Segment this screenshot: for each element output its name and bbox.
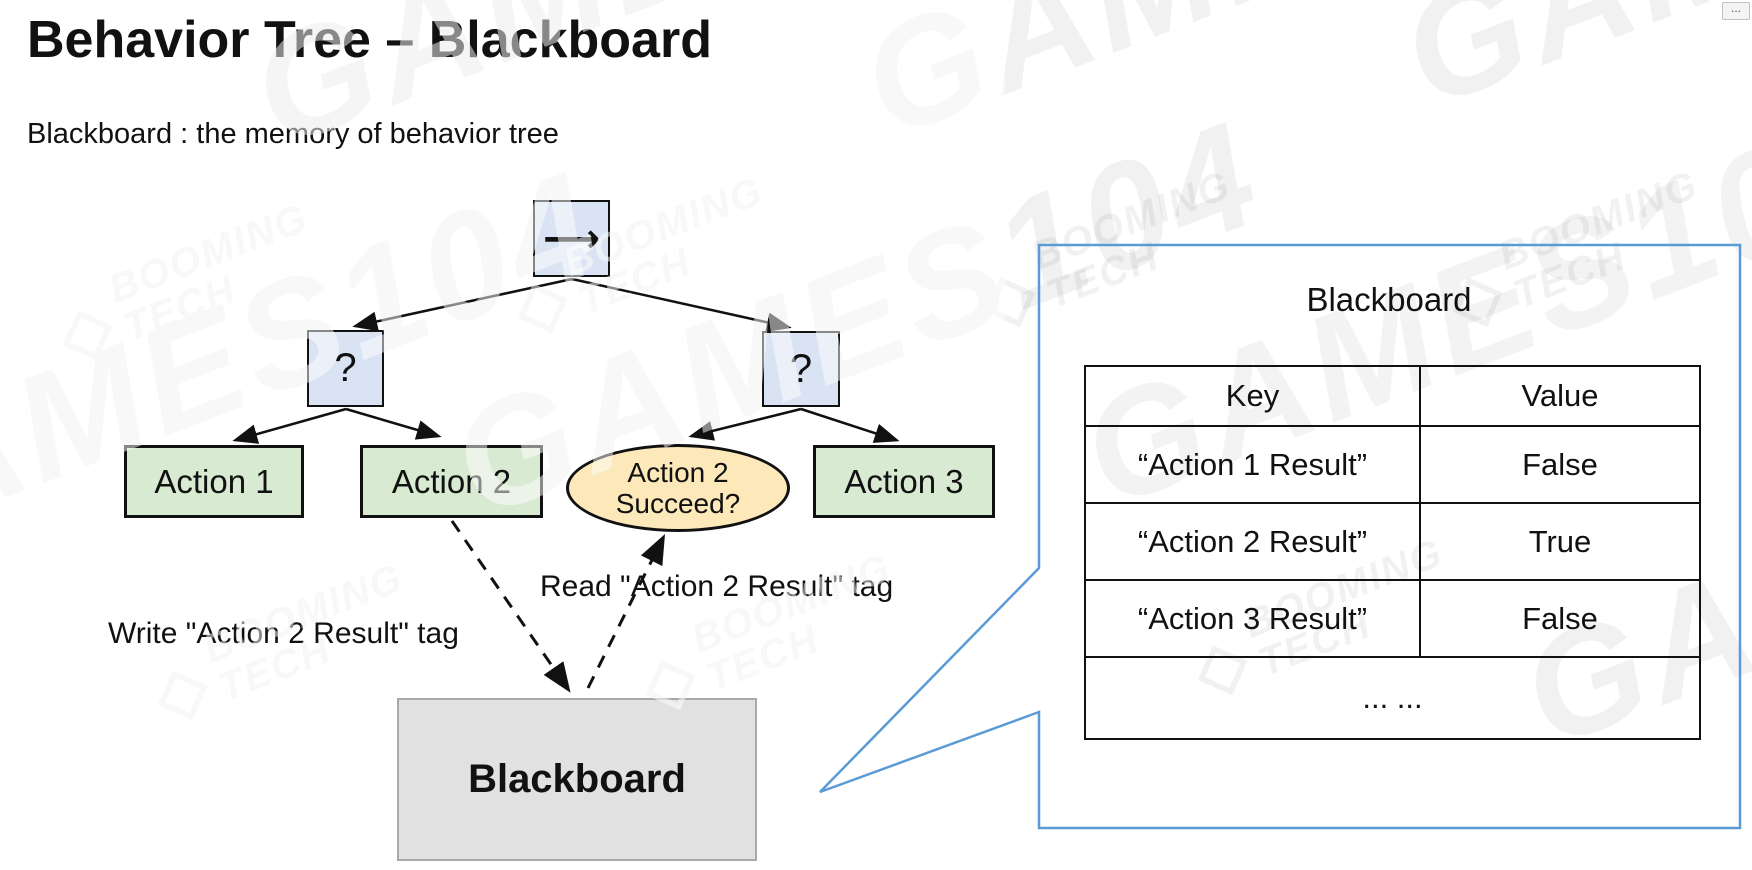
sequence-root-node: ⟶ [533,200,610,277]
read-tag-label: Read "Action 2 Result" tag [540,570,894,603]
table-footer-row: ... ... [1084,656,1701,740]
table-row: “Action 3 Result” False [1084,579,1701,658]
action1-node: Action 1 [124,445,304,518]
sequence-arrow-icon: ⟶ [542,215,601,262]
callout-bubble-outline [819,243,1742,830]
table-row: “Action 2 Result” True [1084,502,1701,581]
write-dashed-arrow [450,520,571,693]
edge-selector-to-condition [688,407,802,441]
blackboard-table: Key Value “Action 1 Result” False “Actio… [1084,365,1701,740]
table-row: “Action 1 Result” False [1084,425,1701,504]
condition-line1: Action 2 [627,456,729,488]
page-title: Behavior Tree – Blackboard [27,11,712,69]
edge-selector-to-action2 [345,407,442,440]
condition-node-action2-succeed: Action 2 Succeed? [566,444,790,532]
value-cell: False [1419,579,1701,658]
key-header-cell: Key [1084,365,1421,427]
value-cell: True [1419,502,1701,581]
edge-selector-to-action3 [800,407,900,443]
value-cell: False [1419,425,1701,504]
write-tag-label: Write "Action 2 Result" tag [108,617,459,650]
selector-node-right: ? [762,331,840,407]
value-header-cell: Value [1419,365,1701,427]
condition-line2: Succeed? [615,488,741,519]
edge-root-to-right-selector [571,277,792,333]
page-subtitle: Blackboard : the memory of behavior tree [27,118,559,150]
edge-root-to-left-selector [352,277,573,332]
table-header-row: Key Value [1084,365,1701,427]
action2-node: Action 2 [360,445,543,518]
ellipsis-cell: ... ... [1084,656,1701,740]
edge-selector-to-action1 [232,407,347,444]
callout-title: Blackboard [1306,281,1472,318]
key-cell: “Action 1 Result” [1084,425,1421,504]
blackboard-box: Blackboard [397,698,757,861]
read-dashed-arrow [586,533,666,689]
key-cell: “Action 3 Result” [1084,579,1421,658]
action3-node: Action 3 [813,445,995,518]
overflow-button[interactable]: ... [1722,2,1750,20]
key-cell: “Action 2 Result” [1084,502,1421,581]
selector-node-left: ? [307,330,384,407]
